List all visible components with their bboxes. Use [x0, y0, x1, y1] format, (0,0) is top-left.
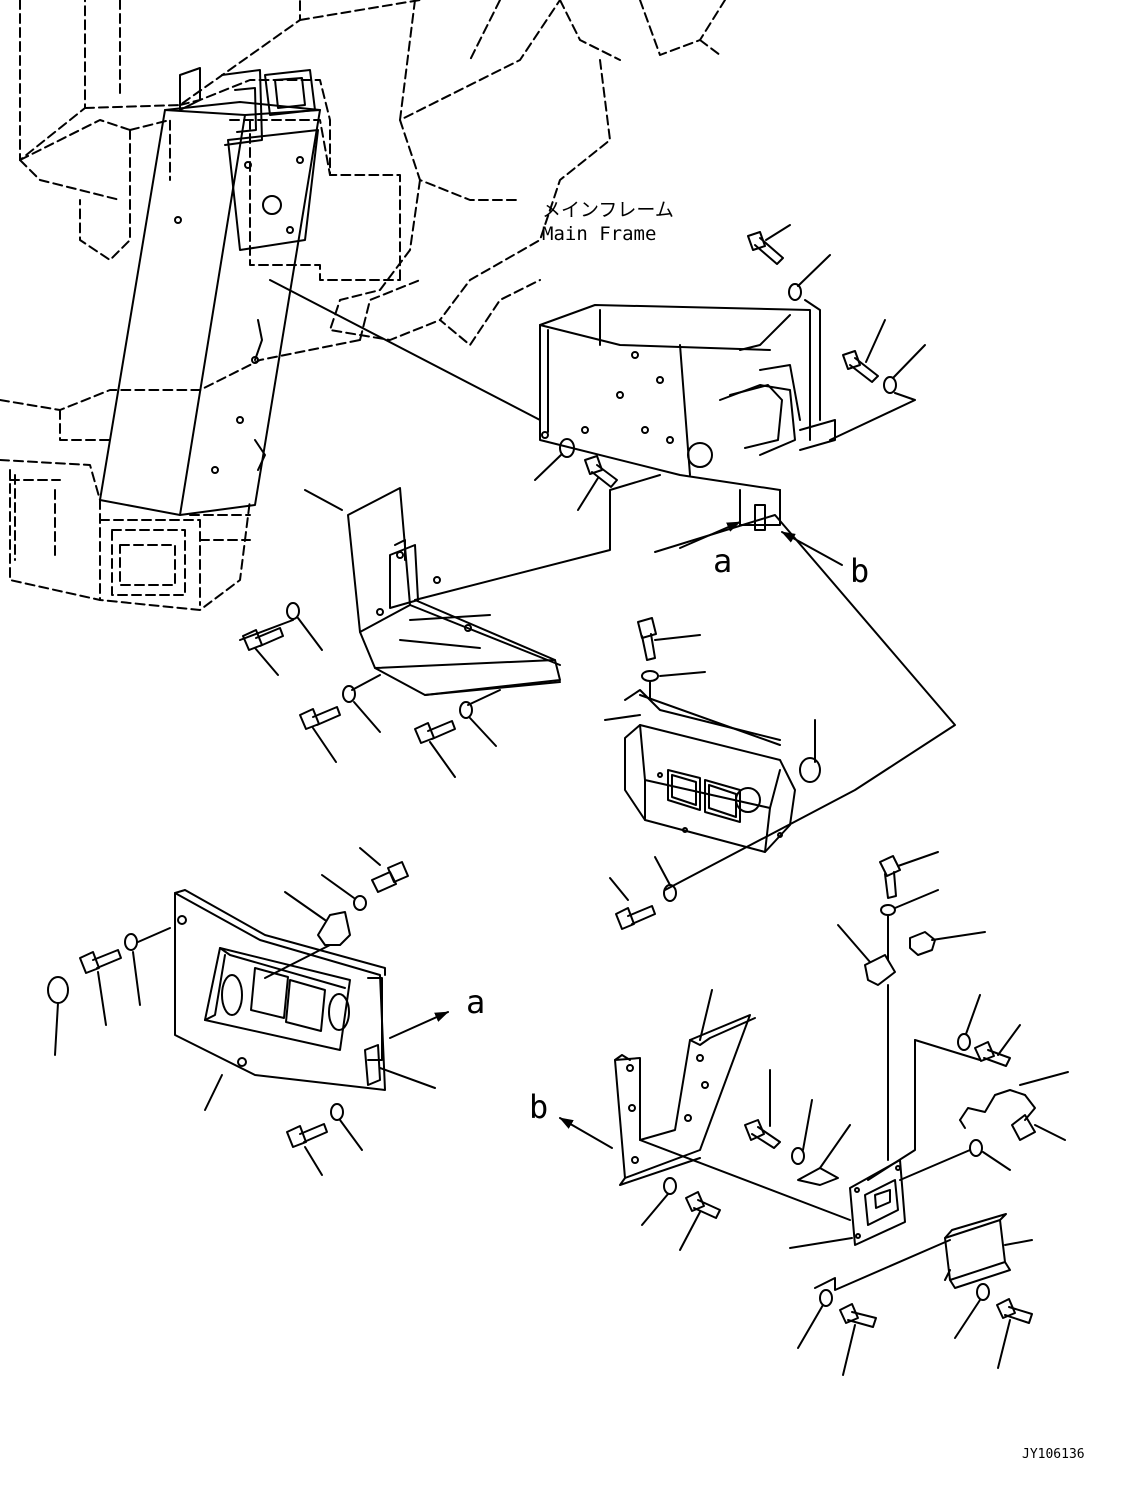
upper-bracket-bolt-3	[534, 438, 618, 511]
upper-bracket-bolt-1	[747, 224, 791, 265]
callout-arrow-a-lower	[389, 1011, 449, 1039]
speed-sensor-cable	[959, 1071, 1069, 1141]
cover-panel-bolt-left	[47, 927, 171, 1056]
ecu-bolt-left	[797, 1239, 951, 1376]
main-frame-label-jp: メインフレーム	[542, 199, 674, 221]
leader-line	[639, 1139, 851, 1221]
ecu-bolt-right	[954, 1283, 1033, 1369]
sensor-connector	[909, 931, 986, 956]
cover-panel-bolt-bottom	[286, 1103, 363, 1176]
controller-box	[604, 689, 821, 853]
sensor-clip	[837, 924, 896, 1161]
frame-mount-bracket	[539, 304, 836, 531]
frame-box-beam	[99, 67, 321, 516]
lower-bracket-bolt	[641, 1177, 721, 1251]
controller-bolt-bottom	[609, 856, 677, 930]
tray-bolt-3	[414, 689, 501, 778]
leader-line	[269, 279, 541, 421]
drawing-id: JY106136	[1022, 1447, 1085, 1462]
sensor-mount-bolt-top	[879, 851, 939, 961]
sensor-plate-bolt-right	[867, 994, 1021, 1181]
sensor-bracket-small	[797, 1124, 851, 1186]
sensor-washer	[899, 1139, 1011, 1181]
leader-line	[414, 474, 661, 601]
callout-label-a-lower: a	[466, 983, 485, 1021]
callout-arrow-b-lower	[559, 1117, 613, 1149]
tray-bracket	[304, 487, 561, 696]
cover-panel-cap	[264, 891, 351, 979]
sensor-plate-bolt-left	[744, 1069, 813, 1165]
lower-l-bracket	[614, 989, 756, 1186]
cover-panel-bolt-top	[321, 847, 409, 911]
callout-arrow-b-upper	[781, 531, 843, 566]
main-frame-label-en: Main Frame	[542, 223, 656, 245]
upper-bracket-washer-1	[788, 254, 831, 421]
upper-bracket-washer-2	[829, 344, 926, 441]
tray-bolt-1	[239, 602, 323, 676]
callout-arrow-a-upper	[679, 521, 741, 549]
callout-label-b-lower: b	[529, 1088, 548, 1126]
ecu-module	[944, 1213, 1033, 1289]
cover-panel	[174, 889, 436, 1091]
controller-bolt-top	[637, 617, 706, 699]
main-frame-outline	[0, 0, 726, 611]
callout-label-b-upper: b	[850, 552, 869, 590]
upper-bracket-bolt-2	[842, 319, 886, 383]
tray-bolt-2	[299, 674, 381, 763]
leader-line	[204, 1074, 223, 1111]
callout-label-a-upper: a	[713, 542, 732, 580]
